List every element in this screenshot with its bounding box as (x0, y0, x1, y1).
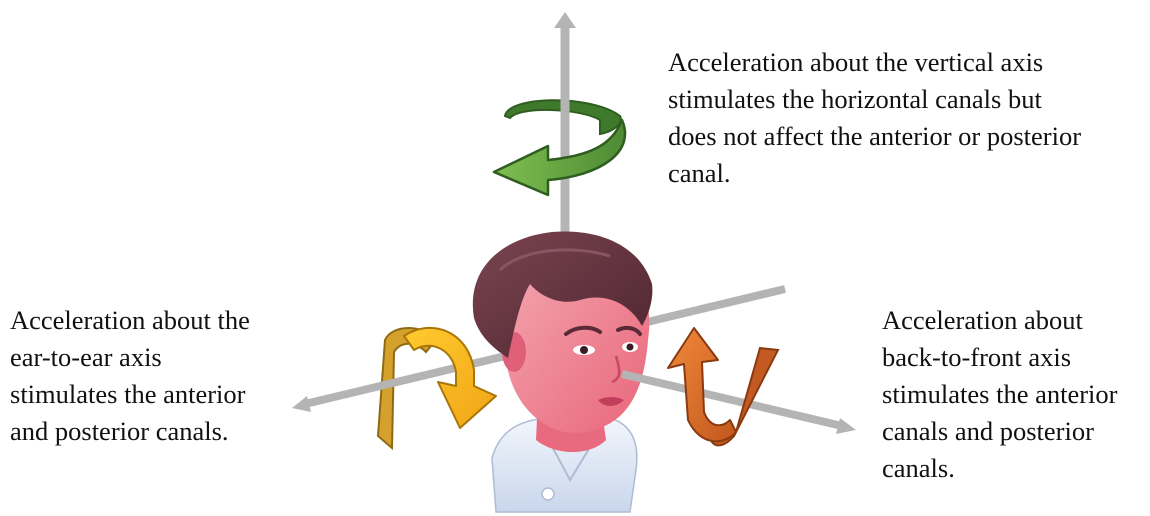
back-to-front-axis-line (622, 374, 842, 426)
shirt-button (542, 488, 554, 500)
left-pupil (580, 346, 588, 354)
back-to-front-axis-caption: Acceleration about back-to-front axis st… (882, 302, 1147, 487)
back-to-front-axis-arrowhead (836, 418, 856, 434)
ear-to-ear-axis-caption: Acceleration about the ear-to-ear axis s… (10, 302, 300, 450)
right-pupil (627, 344, 634, 351)
vertical-axis-caption: Acceleration about the vertical axis sti… (668, 44, 1138, 192)
vertical-axis-arrowhead (554, 12, 576, 28)
